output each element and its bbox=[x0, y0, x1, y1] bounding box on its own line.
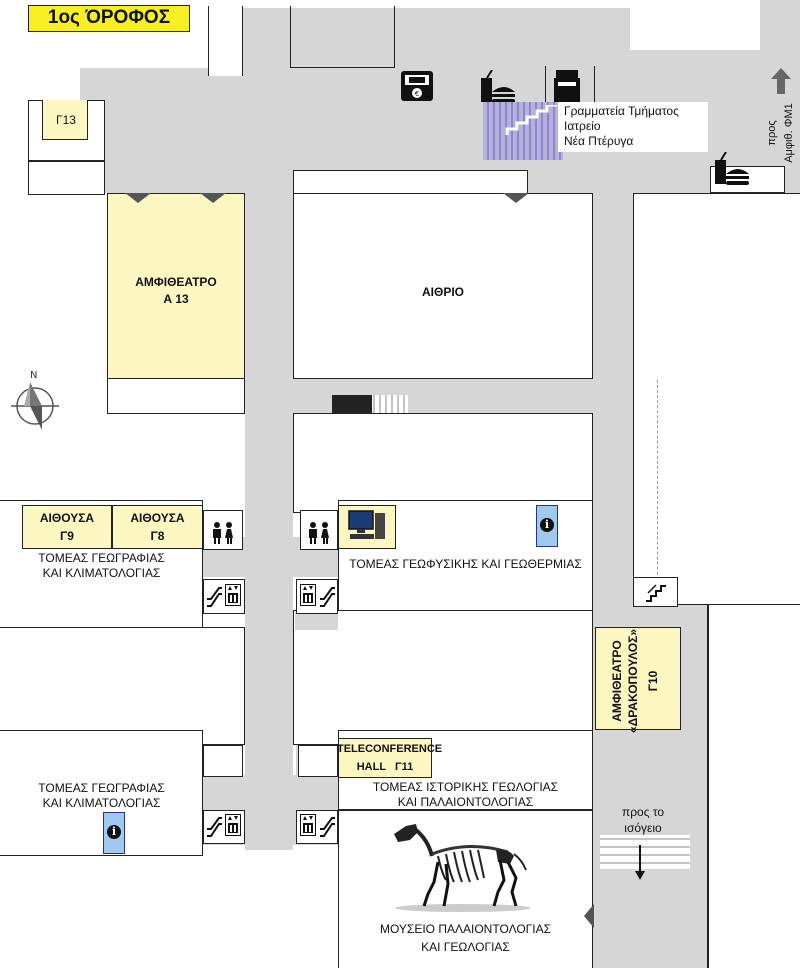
sign-new-wing: Γραμματεία Τμήματος Ιατρείο Νέα Πτέρυγα bbox=[558, 102, 708, 152]
amfitheatro-a13-lower bbox=[107, 378, 245, 414]
room-g10[interactable]: ΑΜΦΙΘΕΑΤΡΟ «ΔΡΑΚΟΠΟΥΛΟΣ» Γ10 bbox=[595, 627, 681, 733]
room-amfitheatro-a13[interactable]: ΑΜΦΙΘΕΑΤΡΟ Α 13 bbox=[107, 193, 245, 379]
dept-geofysikis-label: ΤΟΜΕΑΣ ΓΕΩΦΥΣΙΚΗΣ ΚΑΙ ΓΕΩΘΕΡΜΙΑΣ bbox=[349, 557, 582, 571]
room-g8-label-2: Γ8 bbox=[150, 529, 165, 543]
amfitheatro-a13-label-2: Α 13 bbox=[163, 292, 189, 306]
g13-divider bbox=[28, 160, 105, 162]
arrow-down-icon bbox=[635, 845, 645, 880]
restroom-left bbox=[203, 510, 243, 550]
door-marker-icon bbox=[584, 904, 594, 928]
info-glyph: i bbox=[107, 825, 121, 839]
fast-food-icon bbox=[481, 70, 515, 103]
dept-geografias-2-line2: ΚΑΙ ΚΛΙΜΑΤΟΛΟΓΙΑΣ bbox=[42, 796, 161, 810]
left-middle-block bbox=[0, 627, 245, 745]
room-g8[interactable]: ΑΙΘΟΥΣΑ Γ8 bbox=[112, 505, 203, 549]
sign-grammateia: Γραμματεία Τμήματος bbox=[564, 104, 679, 118]
mouseio-label-2: ΚΑΙ ΓΕΩΛΟΓΙΑΣ bbox=[421, 940, 510, 954]
restroom-icon bbox=[213, 522, 233, 544]
escalator-icon bbox=[207, 587, 222, 607]
sign-pros-isogeio-line2: ισόγειο bbox=[624, 821, 662, 835]
floor-title: 1ος ΌΡΟΦΟΣ bbox=[28, 5, 190, 32]
elevator-icon bbox=[225, 584, 241, 606]
compass-label: N bbox=[30, 370, 37, 381]
atm-icon: € bbox=[401, 71, 433, 101]
dept-geografias-1-line1: ΤΟΜΕΑΣ ΓΕΩΓΡΑΦΙΑΣ bbox=[38, 551, 165, 565]
right-block-upper bbox=[633, 193, 800, 605]
computer-icon bbox=[348, 510, 385, 539]
left-small-box bbox=[203, 745, 243, 777]
room-teleconference-g11[interactable]: TELECONFERENCE HALL Γ11 bbox=[337, 738, 443, 778]
info-icon: i bbox=[536, 505, 558, 547]
sign-pros-fm1-line2: Αμφιθ. ΦΜ1 bbox=[783, 103, 795, 163]
center-middle-block bbox=[293, 610, 593, 745]
elevator-icon bbox=[225, 814, 241, 836]
room-g13-label: Γ13 bbox=[56, 113, 76, 127]
right-lower-edge bbox=[707, 605, 709, 968]
restroom-center bbox=[300, 510, 338, 550]
stairs-down-icon bbox=[600, 835, 690, 869]
room-g10-labels: ΑΜΦΙΘΕΑΤΡΟ «ΔΡΑΚΟΠΟΥΛΟΣ» Γ10 bbox=[610, 629, 660, 733]
room-g9[interactable]: ΑΙΘΟΥΣΑ Γ9 bbox=[22, 505, 112, 549]
room-g9-label-1: ΑΙΘΟΥΣΑ bbox=[39, 511, 95, 525]
photocopier-icon bbox=[554, 70, 580, 102]
room-g10-label-3: Γ10 bbox=[646, 670, 660, 692]
stairs-icon bbox=[332, 395, 408, 413]
stairs-icon bbox=[646, 584, 666, 602]
sign-pros-isogeio-line1: προς το bbox=[621, 805, 665, 819]
restroom-icon bbox=[309, 522, 329, 544]
elevator-icon bbox=[300, 814, 316, 836]
sign-nea-pteryga: Νέα Πτέρυγα bbox=[564, 134, 634, 148]
escalator-icon bbox=[320, 587, 335, 607]
escalator-icon bbox=[207, 817, 222, 837]
room-g10-label-2: «ΔΡΑΚΟΠΟΥΛΟΣ» bbox=[626, 629, 640, 733]
top-mid-wall bbox=[290, 6, 395, 68]
dept-geografias-2-block bbox=[0, 730, 203, 856]
center-mid-room bbox=[293, 413, 593, 513]
corridor-top-right bbox=[630, 50, 800, 68]
teleconf-label-1: TELECONFERENCE bbox=[337, 743, 443, 755]
info-icon: i bbox=[103, 812, 125, 854]
top-right-wall bbox=[545, 66, 595, 106]
sign-pros-isogeio: προς το ισόγειο bbox=[598, 805, 688, 845]
sign-pros-fm1: προς Αμφιθ. ΦΜ1 bbox=[752, 95, 800, 175]
top-left-column-wall bbox=[208, 6, 243, 76]
dept-geografias-1-line2: ΚΑΙ ΚΛΙΜΑΤΟΛΟΓΙΑΣ bbox=[42, 566, 161, 580]
mouseio-label-1: ΜΟΥΣΕΙΟ ΠΑΛΑΙΟΝΤΟΛΟΓΙΑΣ bbox=[379, 922, 552, 936]
door-marker-icon bbox=[125, 193, 151, 203]
room-g10-label-1: ΑΜΦΙΘΕΑΤΡΟ bbox=[610, 640, 624, 722]
svg-text:€: € bbox=[415, 90, 419, 98]
right-block-edge bbox=[638, 380, 658, 600]
stairs-icon bbox=[505, 105, 557, 135]
dept-istorikis-line2: ΚΑΙ ΠΑΛΑΙΟΝΤΟΛΟΓΙΑΣ bbox=[397, 795, 534, 809]
elevator-icon bbox=[300, 584, 316, 606]
sign-iatreio: Ιατρείο bbox=[564, 119, 601, 133]
corridor-right-edge bbox=[760, 0, 800, 195]
sign-pros-fm1-line1: προς bbox=[766, 120, 778, 146]
teleconf-side bbox=[298, 745, 338, 777]
escalator-icon bbox=[320, 817, 335, 837]
info-glyph: i bbox=[540, 518, 554, 532]
amfitheatro-a13-label-1: ΑΜΦΙΘΕΑΤΡΟ bbox=[135, 275, 217, 289]
door-marker-icon bbox=[200, 193, 226, 203]
room-g13[interactable]: Γ13 bbox=[42, 100, 88, 140]
corridor-left-vertical bbox=[245, 150, 293, 850]
teleconf-label-2: HALL Γ11 bbox=[356, 761, 414, 773]
arrow-up-icon bbox=[771, 68, 791, 94]
corridor-middle-horizontal bbox=[245, 378, 635, 414]
room-mouseio[interactable]: ΜΟΥΣΕΙΟ ΠΑΛΑΙΟΝΤΟΛΟΓΙΑΣ ΚΑΙ ΓΕΩΛΟΓΙΑΣ bbox=[338, 810, 593, 968]
room-g8-label-1: ΑΙΘΟΥΣΑ bbox=[130, 511, 185, 525]
compass-icon: N bbox=[11, 370, 59, 430]
aithrio-upper-strip bbox=[293, 170, 528, 195]
corridor-center-middle bbox=[295, 612, 338, 630]
aithrio-label: ΑΙΘΡΙΟ bbox=[421, 285, 464, 299]
room-g9-label-2: Γ9 bbox=[60, 529, 74, 543]
dept-istorikis-line1: ΤΟΜΕΑΣ ΙΣΤΟΡΙΚΗΣ ΓΕΩΛΟΓΙΑΣ bbox=[372, 780, 559, 794]
dept-geografias-2-line1: ΤΟΜΕΑΣ ΓΕΩΓΡΑΦΙΑΣ bbox=[38, 781, 165, 795]
stairs-new-wing bbox=[483, 102, 563, 160]
skeleton-image bbox=[394, 824, 530, 912]
room-aithrio[interactable]: ΑΙΘΡΙΟ bbox=[293, 193, 593, 379]
door-marker-icon bbox=[503, 193, 529, 203]
fast-food-icon bbox=[715, 152, 749, 185]
